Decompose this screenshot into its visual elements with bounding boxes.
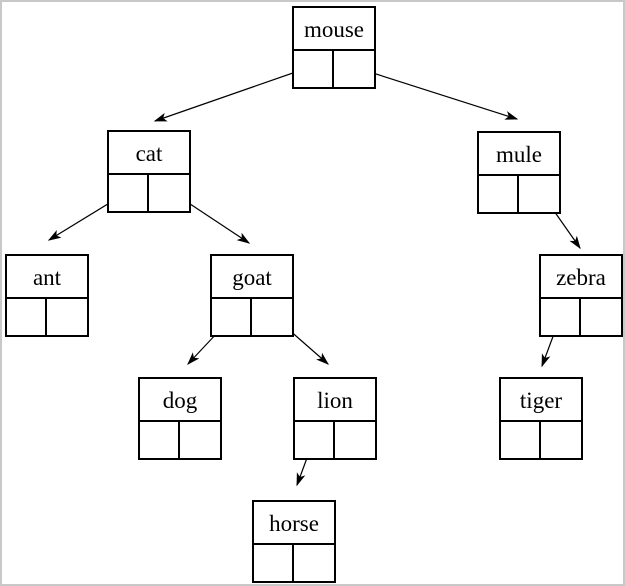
left-pointer-cell bbox=[294, 51, 334, 89]
right-pointer-cell bbox=[581, 299, 621, 337]
pointer-cells bbox=[7, 299, 87, 337]
edge-mouse-left-cat bbox=[153, 65, 314, 122]
right-pointer-cell bbox=[47, 299, 87, 337]
right-pointer-cell bbox=[541, 422, 581, 460]
pointer-cells bbox=[212, 299, 292, 337]
tree-node-lion: lion bbox=[293, 377, 377, 460]
left-pointer-cell bbox=[212, 299, 252, 337]
left-pointer-cell bbox=[501, 422, 541, 460]
tree-node-horse: horse bbox=[252, 500, 336, 583]
left-pointer-cell bbox=[140, 422, 180, 460]
tree-node-goat: goat bbox=[210, 254, 294, 337]
tree-node-mouse: mouse bbox=[292, 6, 376, 89]
pointer-cells bbox=[140, 422, 220, 460]
left-pointer-cell bbox=[254, 545, 294, 583]
left-pointer-cell bbox=[109, 175, 149, 213]
node-label: goat bbox=[212, 256, 292, 299]
tree-node-zebra: zebra bbox=[539, 254, 623, 337]
pointer-cells bbox=[501, 422, 581, 460]
pointer-cells bbox=[254, 545, 334, 583]
pointer-cells bbox=[295, 422, 375, 460]
pointer-cells bbox=[479, 176, 559, 214]
tree-node-cat: cat bbox=[107, 130, 191, 213]
right-pointer-cell bbox=[519, 176, 559, 214]
tree-node-dog: dog bbox=[138, 377, 222, 460]
right-pointer-cell bbox=[149, 175, 189, 213]
left-pointer-cell bbox=[295, 422, 335, 460]
pointer-cells bbox=[294, 51, 374, 89]
right-pointer-cell bbox=[252, 299, 292, 337]
node-label: lion bbox=[295, 379, 375, 422]
left-pointer-cell bbox=[7, 299, 47, 337]
node-label: cat bbox=[109, 132, 189, 175]
tree-node-tiger: tiger bbox=[499, 377, 583, 460]
left-pointer-cell bbox=[479, 176, 519, 214]
left-pointer-cell bbox=[541, 299, 581, 337]
tree-node-mule: mule bbox=[477, 131, 561, 214]
tree-node-ant: ant bbox=[5, 254, 89, 337]
right-pointer-cell bbox=[294, 545, 334, 583]
edge-mouse-right-mule bbox=[353, 66, 519, 120]
node-label: tiger bbox=[501, 379, 581, 422]
pointer-cells bbox=[109, 175, 189, 213]
node-label: horse bbox=[254, 502, 334, 545]
node-label: dog bbox=[140, 379, 220, 422]
right-pointer-cell bbox=[180, 422, 220, 460]
right-pointer-cell bbox=[335, 422, 375, 460]
node-label: mouse bbox=[294, 8, 374, 51]
node-label: mule bbox=[479, 133, 559, 176]
node-label: zebra bbox=[541, 256, 621, 299]
node-label: ant bbox=[7, 256, 87, 299]
right-pointer-cell bbox=[334, 51, 374, 89]
pointer-cells bbox=[541, 299, 621, 337]
